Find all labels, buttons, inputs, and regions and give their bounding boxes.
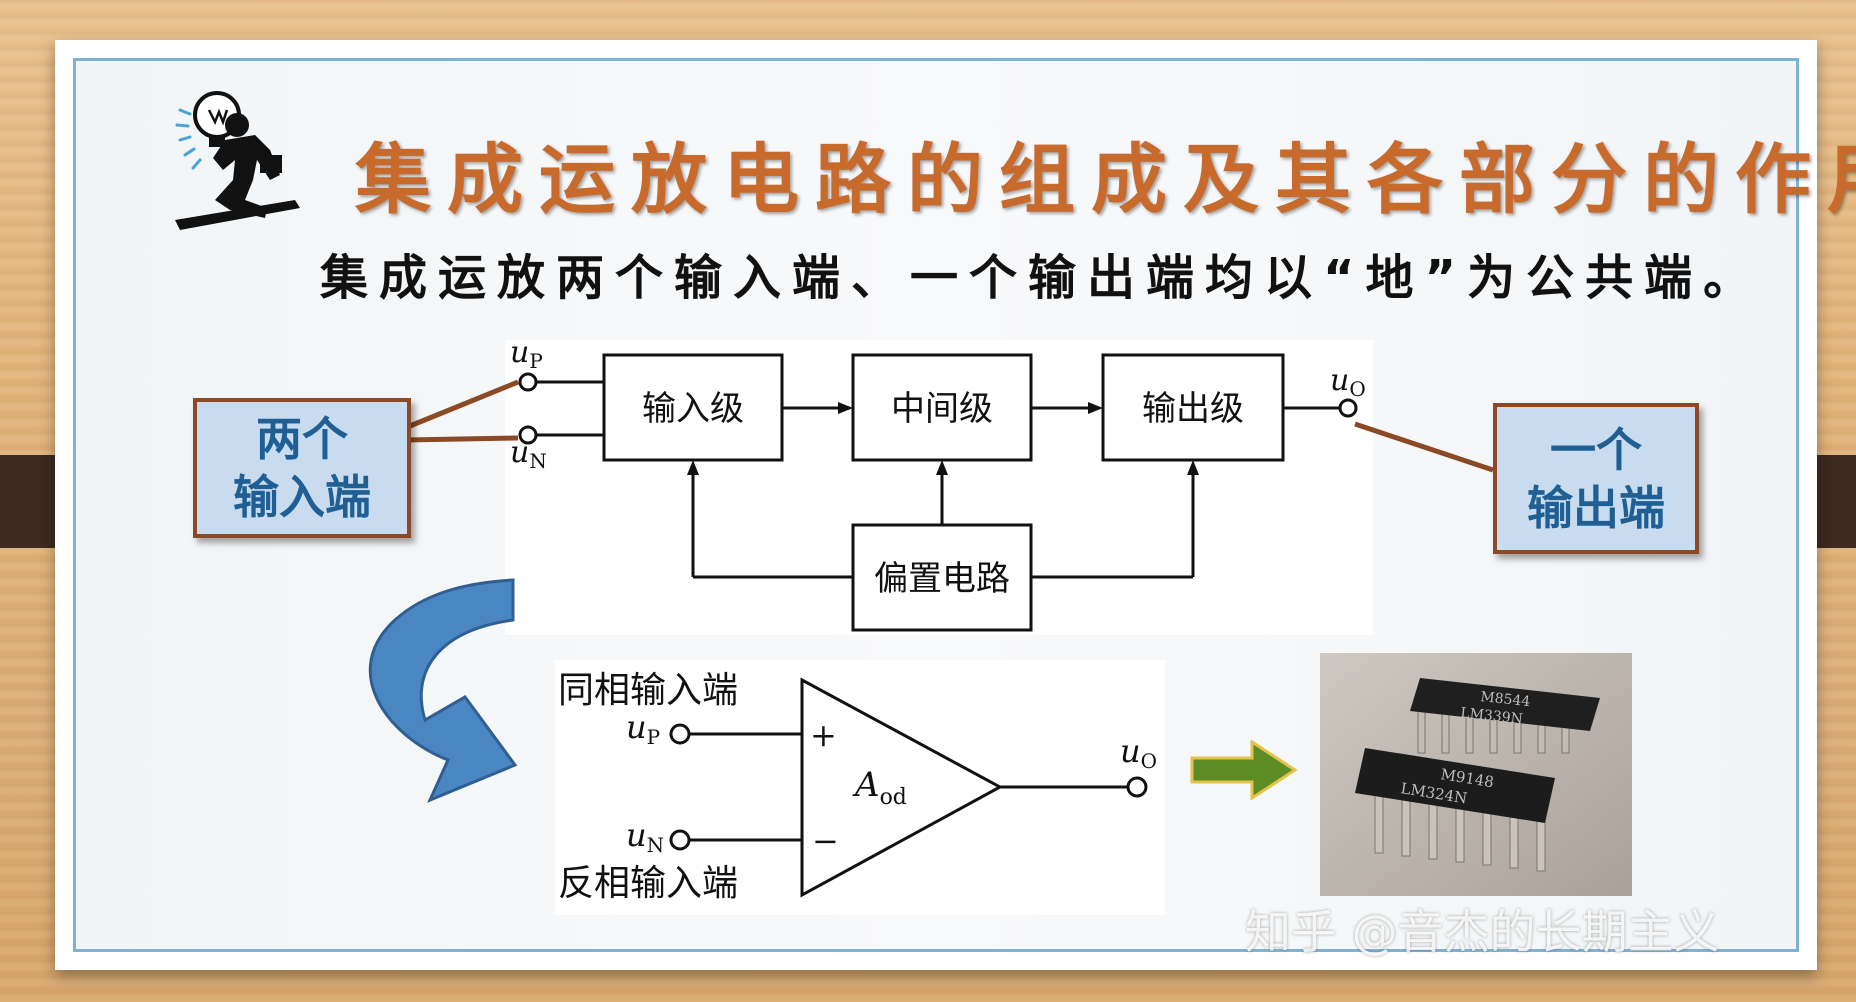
callout-left-connector-1 xyxy=(404,379,519,431)
one-output-callout: 一个 输出端 xyxy=(1493,403,1699,554)
block-diagram-background xyxy=(505,340,1373,635)
block-up-label: uP xyxy=(510,335,543,373)
bottom-chip: M9148 LM324N xyxy=(1355,748,1555,872)
two-inputs-callout: 两个 输入端 xyxy=(193,398,411,538)
top-chip-code: M8544 xyxy=(1480,689,1531,710)
block-un-label: uN xyxy=(510,435,547,473)
plus-sign: + xyxy=(810,716,837,754)
inverting-input-label: 反相输入端 xyxy=(558,863,738,904)
callout-left-line-1: 两个 xyxy=(256,412,348,466)
minus-sign: − xyxy=(812,822,839,860)
middle-stage-label: 中间级 xyxy=(891,389,993,429)
opamp-triangle xyxy=(800,677,1004,898)
opamp-uo-terminal xyxy=(1126,776,1148,798)
callout-left-connector-2 xyxy=(404,435,519,443)
opamp-up-label: uP xyxy=(626,708,660,749)
slide-subtitle: 集成运放两个输入端、一个输出端均以“地”为公共端。 xyxy=(320,250,1763,306)
gain-label: Aod xyxy=(852,765,907,810)
watermark: 知乎 @音杰的长期主义 xyxy=(1245,905,1720,959)
green-arrow-icon xyxy=(1190,740,1298,800)
slide-title: 集成运放电路的组成及其各部分的作用 xyxy=(355,135,1856,224)
top-chip-part: LM339N xyxy=(1460,705,1524,727)
callout-left-line-2: 输入端 xyxy=(233,470,371,524)
callout-right-line-2: 输出端 xyxy=(1527,480,1665,535)
opamp-un-label: uN xyxy=(626,816,664,857)
opamp-uo-label: uO xyxy=(1120,732,1157,773)
callout-right-connector xyxy=(1354,421,1494,473)
block-uo-label: uO xyxy=(1330,363,1366,401)
curved-arrow-icon xyxy=(368,578,518,803)
ic-chips-photo: M8544 LM339N M9148 LM324N xyxy=(1320,653,1632,896)
top-chip: M8544 LM339N xyxy=(1410,678,1600,754)
output-stage-label: 输出级 xyxy=(1142,389,1244,429)
noninverting-input-label: 同相输入端 xyxy=(558,670,738,711)
callout-right-line-1: 一个 xyxy=(1550,422,1642,477)
input-stage-label: 输入级 xyxy=(642,389,744,429)
idea-person-icon xyxy=(175,91,300,230)
bias-circuit-label: 偏置电路 xyxy=(874,559,1010,599)
uo-terminal xyxy=(1338,398,1358,418)
